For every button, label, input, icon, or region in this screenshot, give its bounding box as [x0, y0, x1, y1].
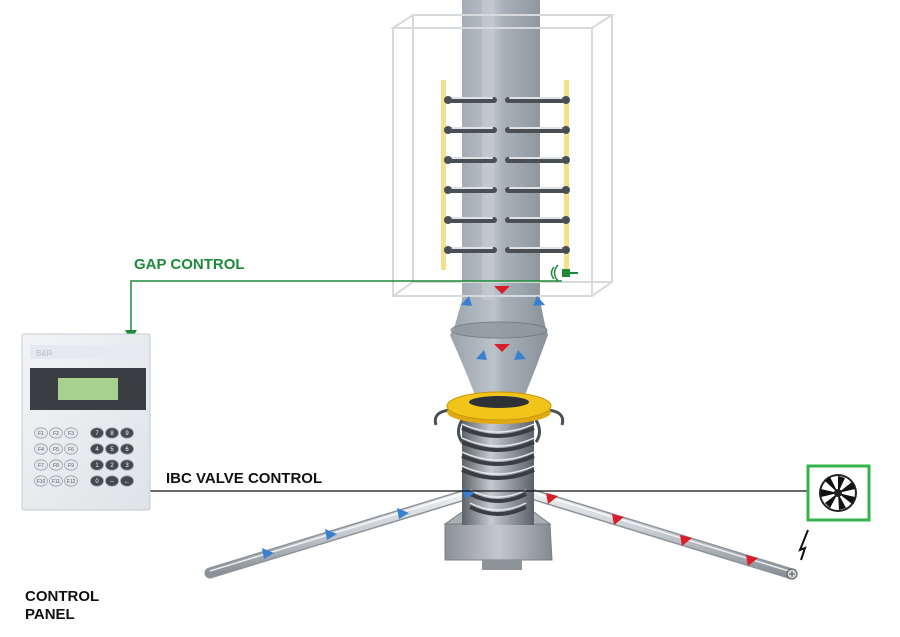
- ibc-valve: [806, 464, 871, 522]
- number-key: 7: [90, 427, 104, 439]
- gap-sensor: [550, 264, 578, 282]
- number-key: 5: [105, 443, 119, 455]
- number-key-label: 1: [95, 463, 99, 469]
- number-key-label: ←: [124, 479, 130, 485]
- number-key: 9: [120, 427, 134, 439]
- inflow-arrow-icon: [514, 350, 526, 360]
- function-key: F7: [34, 459, 48, 471]
- air-ring: [433, 391, 565, 443]
- outflow-arrow-icon: [546, 493, 558, 504]
- function-key-label: F8: [53, 463, 59, 469]
- function-key: F9: [64, 459, 78, 471]
- number-key: --: [105, 475, 119, 487]
- control-panel-label: CONTROL PANEL: [25, 588, 99, 624]
- number-key-label: 9: [125, 431, 129, 437]
- function-key: F5: [49, 443, 63, 455]
- outflow-arrow-icon: [612, 514, 624, 525]
- function-key-label: F5: [53, 447, 59, 453]
- cage-guide-bars: [441, 80, 569, 270]
- function-key: F3: [64, 427, 78, 439]
- number-keypad: 7 8 9 4 5 6 1 2 3 0 -- ←: [90, 427, 134, 487]
- number-key-label: 0: [95, 479, 99, 485]
- number-key-label: 2: [110, 463, 114, 469]
- number-key-label: 3: [125, 463, 129, 469]
- number-key-label: --: [110, 479, 114, 485]
- inflow-arrow-icon: [476, 350, 487, 360]
- cage-rollers: [444, 96, 570, 254]
- function-key-label: F1: [38, 431, 44, 437]
- function-key-label: F7: [38, 463, 44, 469]
- control-panel-label-line1: CONTROL: [25, 588, 100, 605]
- function-key: F4: [34, 443, 48, 455]
- function-key: F1: [34, 427, 48, 439]
- number-key: 2: [105, 459, 119, 471]
- function-key: F6: [64, 443, 78, 455]
- outflow-arrow-icon: [494, 344, 510, 352]
- function-key: F8: [49, 459, 63, 471]
- svg-text:B&R: B&R: [36, 349, 53, 358]
- function-key: F10: [34, 475, 48, 487]
- bubble-air-arrows: [461, 286, 545, 360]
- function-key-label: F4: [38, 447, 44, 453]
- inflow-pipe: [204, 482, 494, 579]
- number-key-label: 6: [125, 447, 129, 453]
- panel-lcd-screen: [58, 378, 118, 400]
- number-key: 6: [120, 443, 134, 455]
- number-key-label: 7: [95, 431, 99, 437]
- ibc-valve-control-label: IBC VALVE CONTROL: [166, 470, 323, 487]
- function-key: F2: [49, 427, 63, 439]
- number-key: 4: [90, 443, 104, 455]
- number-key-label: 8: [110, 431, 114, 437]
- outflow-pipe: [499, 480, 798, 580]
- outflow-arrow-icon: [680, 535, 692, 546]
- inflow-arrow-icon: [533, 296, 545, 306]
- function-key-label: F12: [67, 479, 76, 485]
- number-key: 8: [105, 427, 119, 439]
- film-bubble: [450, 0, 548, 395]
- number-key-label: 4: [95, 447, 99, 453]
- inflow-arrow-icon: [461, 296, 472, 306]
- outflow-arrow-icon: [494, 286, 510, 294]
- number-key: 0: [90, 475, 104, 487]
- function-key-label: F3: [68, 431, 74, 437]
- number-key-label: 5: [110, 447, 114, 453]
- inflow-arrow-icon: [325, 529, 337, 540]
- function-key-label: F6: [68, 447, 74, 453]
- function-key-label: F11: [52, 479, 60, 485]
- number-key: 1: [90, 459, 104, 471]
- outflow-arrow-icon: [746, 555, 758, 566]
- inflow-arrow-icon: [397, 508, 409, 519]
- function-key-label: F10: [37, 479, 46, 485]
- function-key: F11: [49, 475, 63, 487]
- cooling-cage-frame: [389, 14, 616, 297]
- number-key: ←: [120, 475, 134, 487]
- inflow-arrow-icon: [262, 548, 274, 559]
- function-key: F12: [64, 475, 78, 487]
- function-key-label: F9: [68, 463, 74, 469]
- function-key-label: F2: [53, 431, 59, 437]
- control-panel-label-line2: PANEL: [25, 606, 75, 623]
- gap-control-label: GAP CONTROL: [134, 256, 245, 273]
- number-key: 3: [120, 459, 134, 471]
